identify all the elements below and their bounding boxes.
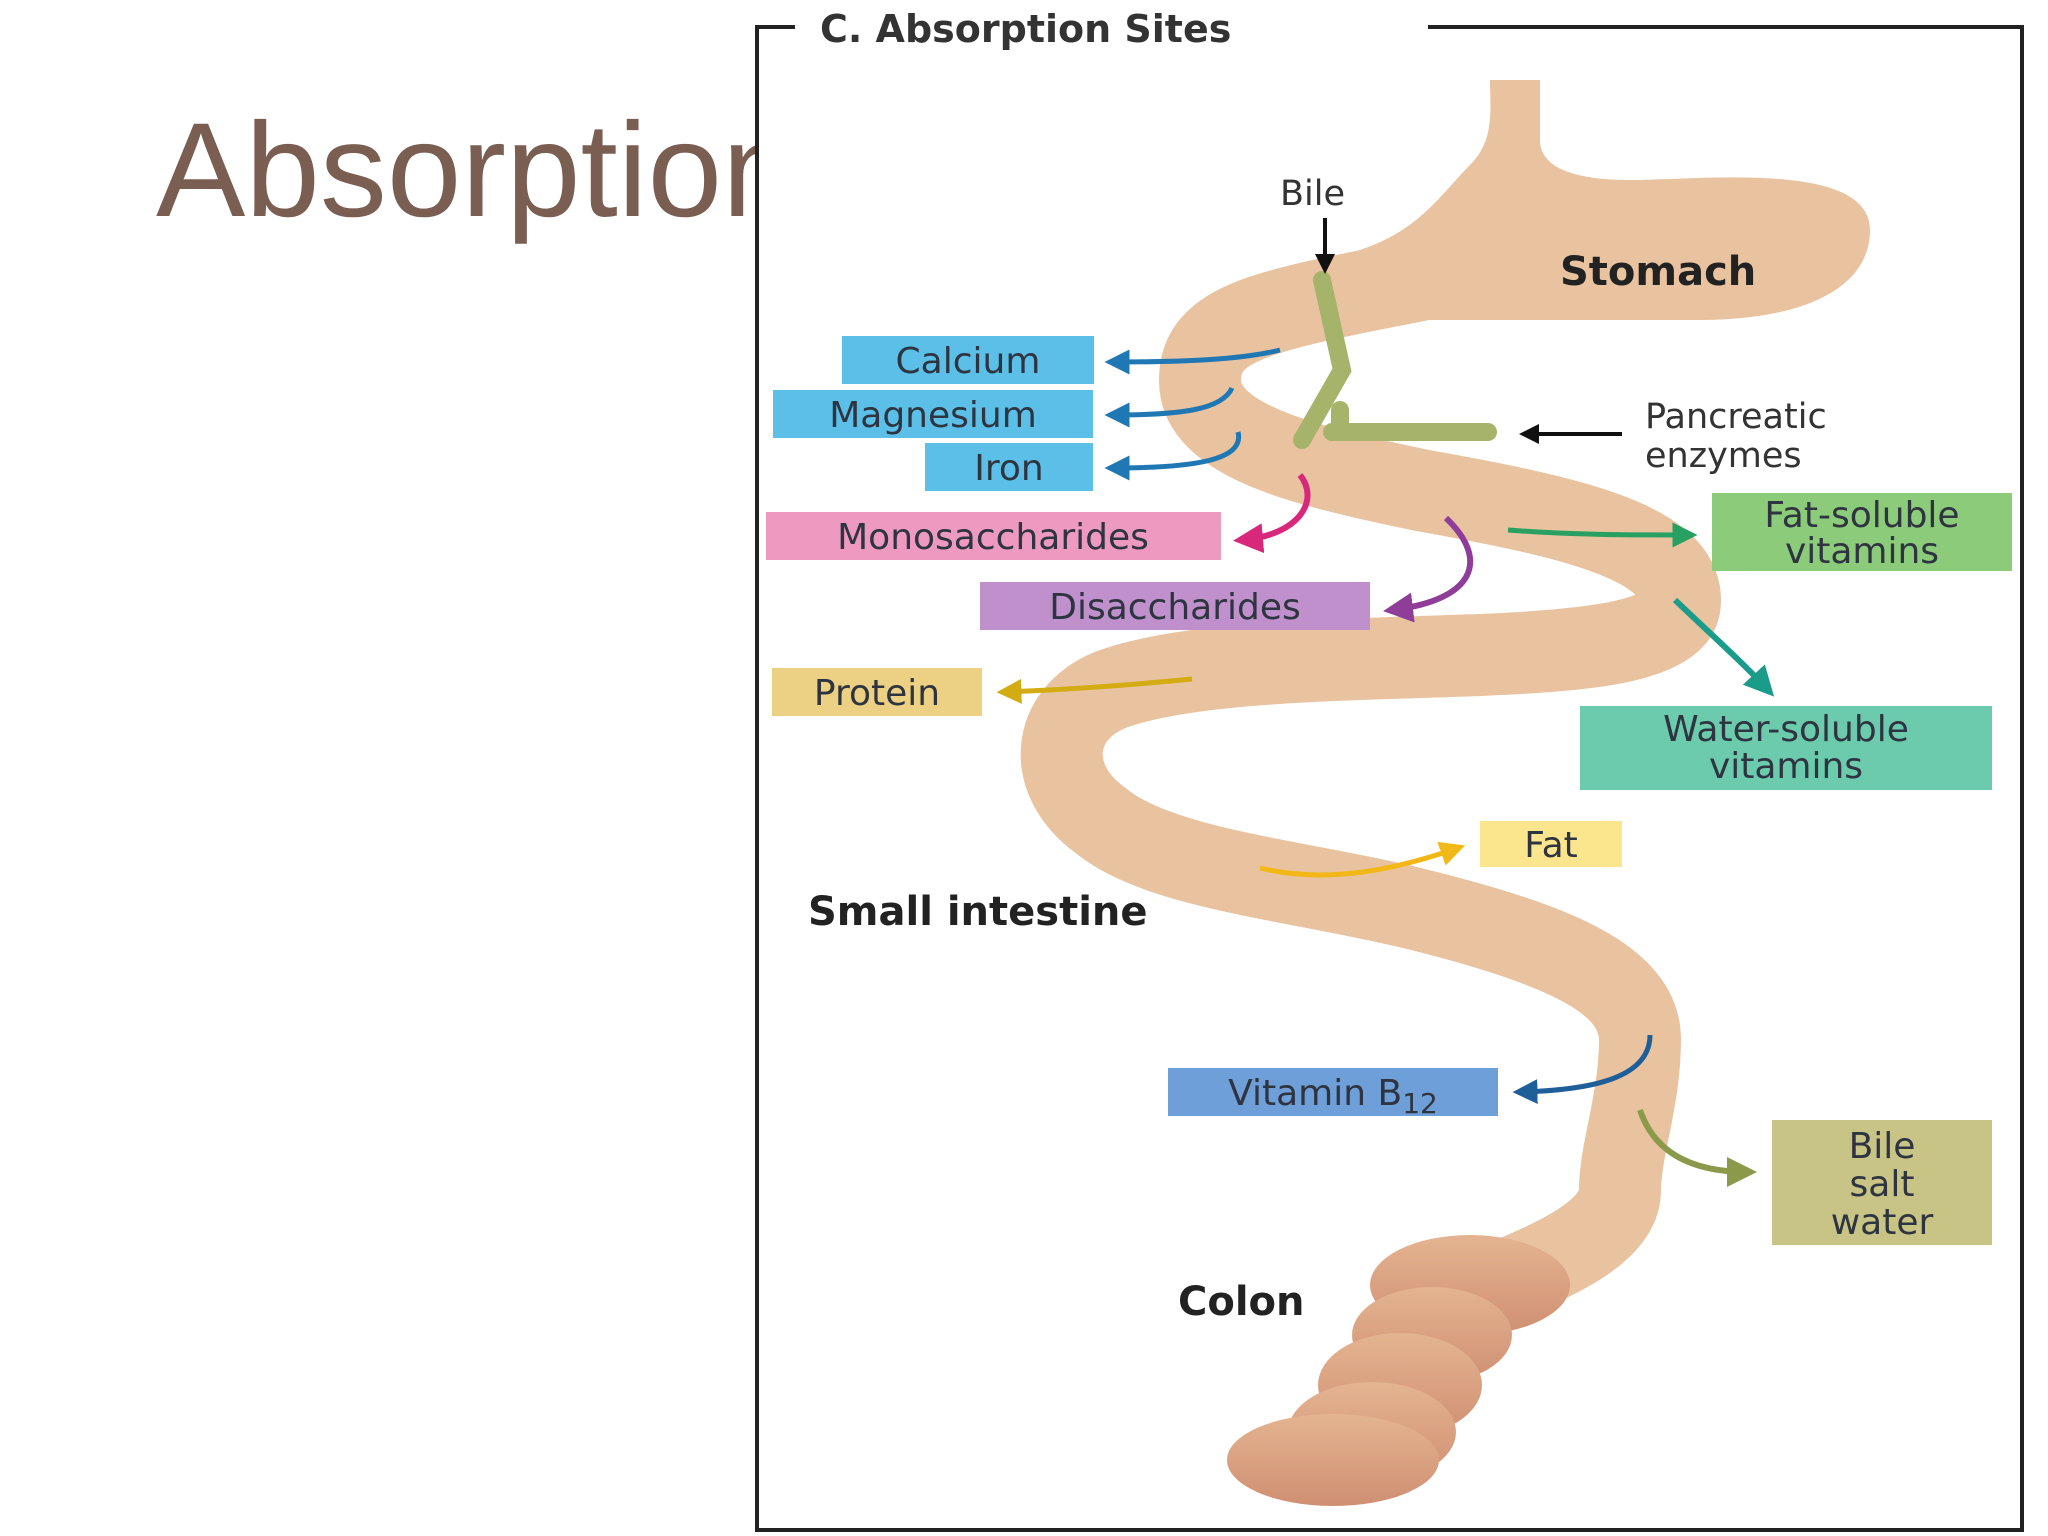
vitamin-b12-label: Vitamin B12 [1228,1073,1438,1120]
iron-box [925,443,1093,491]
magnesium-label: Magnesium [829,395,1037,436]
bile-duct [1293,271,1497,449]
colon-label: Colon [1178,1279,1305,1325]
slide-title: Absorption [156,96,756,245]
protein-label: Protein [814,673,940,714]
water-soluble-vitamins-label-line2: vitamins [1709,746,1863,787]
magnesium-arrow [1104,386,1235,428]
disaccharides-box [980,582,1370,630]
pancreatic-enzymes-label-line2: enzymes [1645,436,1802,476]
stomach-label: Stomach [1560,249,1756,295]
calcium-label: Calcium [896,341,1041,382]
disaccharides-label: Disaccharides [1049,587,1301,628]
colon-shape [1227,1235,1570,1506]
fat-box [1480,821,1622,867]
disaccharides-arrow [1383,515,1474,623]
figure-title: C. Absorption Sites [820,7,1231,51]
bile-salt-water-label-line2: salt [1850,1164,1915,1205]
monosaccharides-box [766,512,1221,560]
monosaccharides-label: Monosaccharides [837,517,1149,558]
bile-salt-water-label-line1: Bile [1849,1126,1916,1167]
vitamin-b12-arrow [1512,1034,1653,1105]
magnesium-box [773,390,1093,438]
calcium-box [842,336,1094,384]
calcium-arrow [1104,347,1281,375]
bile-salt-water-arrow [1637,1109,1757,1187]
fat-label: Fat [1524,825,1578,866]
protein-arrow [996,676,1193,704]
bile-salt-water-label-line3: water [1831,1202,1934,1243]
water-soluble-vitamins-label-line1: Water-soluble [1663,709,1909,750]
fat-arrow [1259,841,1466,878]
monosaccharides-arrow [1233,473,1311,554]
iron-label: Iron [974,448,1043,489]
bile-salt-water-box [1772,1120,1992,1245]
figure-frame [755,25,2024,1532]
protein-box [772,668,982,716]
fat-soluble-vitamins-label-line1: Fat-soluble [1764,495,1959,536]
fat-soluble-vitamins-label-line2: vitamins [1785,531,1939,572]
vitamin-b-subscript: 12 [1402,1087,1438,1120]
digestive-tract [1020,80,1870,1506]
water-soluble-vitamins-arrow [1672,597,1775,697]
bile-input-label: Bile [1280,174,1345,214]
vitamin-b-text: Vitamin B [1228,1073,1402,1114]
fat-soluble-vitamins-arrow [1507,522,1698,548]
fat-soluble-vitamins-box [1712,493,2012,571]
small-intestine-shape [1020,239,1721,1331]
small-intestine-label: Small intestine [808,889,1148,935]
pancreatic-enzymes-label-line1: Pancreatic [1645,397,1827,437]
water-soluble-vitamins-box [1580,706,1992,790]
vitamin-b12-box [1168,1068,1498,1116]
stomach-shape [1330,80,1870,320]
iron-arrow [1104,431,1242,481]
